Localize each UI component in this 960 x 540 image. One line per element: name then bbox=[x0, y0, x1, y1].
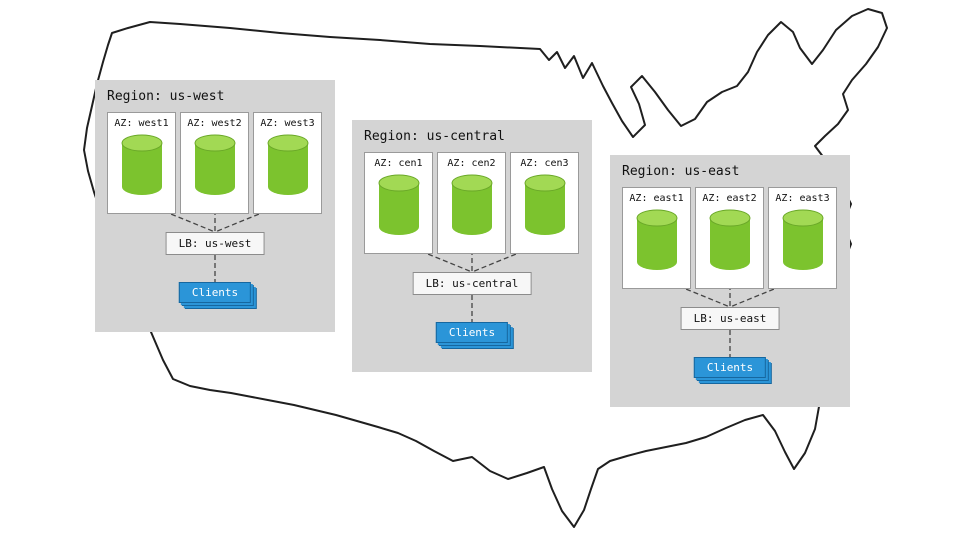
az-box: AZ: east2 bbox=[695, 187, 764, 289]
az-box: AZ: cen2 bbox=[437, 152, 506, 254]
az-box: AZ: west1 bbox=[107, 112, 176, 214]
clients-box: Clients bbox=[435, 322, 509, 343]
az-label: AZ: west2 bbox=[187, 118, 242, 129]
az-label: AZ: east2 bbox=[702, 193, 757, 204]
region-box-us-east: Region: us-east AZ: east1 AZ: east2 bbox=[610, 155, 850, 407]
az-label: AZ: cen3 bbox=[520, 158, 569, 169]
az-box: AZ: east3 bbox=[768, 187, 837, 289]
az-label: AZ: west1 bbox=[114, 118, 169, 129]
database-cylinder-icon bbox=[378, 174, 419, 235]
load-balancer-box: LB: us-east bbox=[680, 307, 780, 330]
region-box-us-central: Region: us-central AZ: cen1 AZ: cen2 bbox=[352, 120, 592, 372]
region-title: Region: us-west bbox=[107, 89, 225, 104]
database-cylinder-icon bbox=[636, 209, 677, 270]
az-box: AZ: east1 bbox=[622, 187, 691, 289]
az-box: AZ: west2 bbox=[180, 112, 249, 214]
database-cylinder-icon bbox=[709, 209, 750, 270]
az-label: AZ: cen2 bbox=[447, 158, 496, 169]
az-box: AZ: cen3 bbox=[510, 152, 579, 254]
region-box-us-west: Region: us-west AZ: west1 AZ: west2 bbox=[95, 80, 335, 332]
database-cylinder-icon bbox=[121, 134, 162, 195]
az-box: AZ: cen1 bbox=[364, 152, 433, 254]
region-title: Region: us-east bbox=[622, 164, 740, 179]
load-balancer-box: LB: us-west bbox=[165, 232, 265, 255]
region-title: Region: us-central bbox=[364, 129, 505, 144]
database-cylinder-icon bbox=[451, 174, 492, 235]
database-cylinder-icon bbox=[267, 134, 308, 195]
database-cylinder-icon bbox=[524, 174, 565, 235]
az-label: AZ: east1 bbox=[629, 193, 684, 204]
load-balancer-box: LB: us-central bbox=[412, 272, 532, 295]
az-label: AZ: cen1 bbox=[374, 158, 423, 169]
az-label: AZ: west3 bbox=[260, 118, 315, 129]
az-box: AZ: west3 bbox=[253, 112, 322, 214]
clients-box: Clients bbox=[178, 282, 252, 303]
database-cylinder-icon bbox=[782, 209, 823, 270]
database-cylinder-icon bbox=[194, 134, 235, 195]
az-label: AZ: east3 bbox=[775, 193, 830, 204]
az-row: AZ: cen1 AZ: cen2 AZ: cen3 bbox=[364, 152, 579, 254]
clients-box: Clients bbox=[693, 357, 767, 378]
az-row: AZ: west1 AZ: west2 AZ: west3 bbox=[107, 112, 322, 214]
az-row: AZ: east1 AZ: east2 AZ: east3 bbox=[622, 187, 837, 289]
